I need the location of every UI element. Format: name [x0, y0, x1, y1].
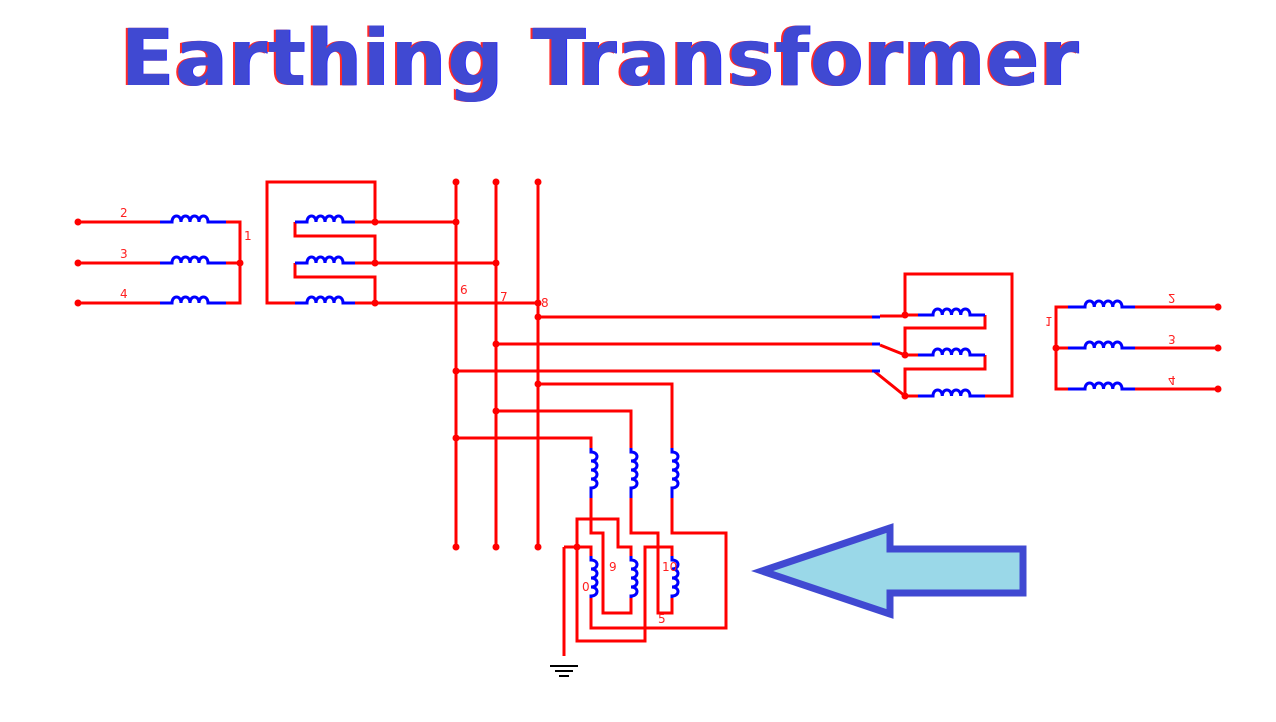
bus-wires [454, 182, 540, 547]
bus-label-6: 6 [460, 283, 468, 297]
junction-dot [534, 299, 542, 307]
zigzag-label-5: 5 [658, 612, 666, 626]
wires [78, 180, 1218, 656]
junction-dot [371, 259, 379, 267]
load-label-4: 4 [1168, 373, 1176, 387]
zigzag-label-9: 9 [609, 560, 617, 574]
junction-dot [452, 367, 460, 375]
junction-dot [1052, 344, 1060, 352]
winding-coil [918, 347, 985, 357]
winding-coil [629, 448, 639, 498]
coils [160, 214, 1135, 598]
junction-dot [492, 340, 500, 348]
winding-coil [160, 295, 226, 305]
junction-dots [74, 178, 1222, 551]
junction-dot [573, 543, 581, 551]
bus-label-8: 8 [541, 296, 549, 310]
junction-dot [371, 218, 379, 226]
junction-dot [452, 218, 460, 226]
winding-coil [295, 214, 355, 224]
load-label-3: 3 [1168, 332, 1176, 346]
junction-dot [1214, 303, 1222, 311]
junction-dot [901, 311, 909, 319]
junction-dot [492, 259, 500, 267]
junction-dot [74, 259, 82, 267]
junction-dot [534, 380, 542, 388]
source-label-4: 4 [120, 287, 128, 301]
winding-coil [1068, 381, 1135, 391]
primary-delta-wires [265, 180, 538, 305]
junction-dot [492, 543, 500, 551]
junction-dot [74, 299, 82, 307]
page-title: Earthing Transformer [120, 14, 1080, 104]
junction-dot [534, 543, 542, 551]
junction-dot [901, 392, 909, 400]
ground-icon [550, 665, 578, 677]
winding-coil [918, 388, 985, 398]
winding-coil [670, 448, 680, 498]
tap-wires [456, 314, 906, 398]
junction-dot [1214, 385, 1222, 393]
winding-coil [160, 255, 226, 265]
zigzag-label-10: 10 [662, 560, 677, 574]
bus-label-7: 7 [500, 290, 508, 304]
winding-coil [160, 214, 226, 224]
winding-coil [589, 556, 599, 598]
winding-coil [1068, 299, 1135, 309]
junction-dot [452, 178, 460, 186]
winding-coil [670, 556, 680, 598]
junction-dot [452, 434, 460, 442]
load-label-1: 1 [1045, 314, 1053, 328]
winding-coil [1068, 340, 1135, 350]
zigzag-feed-wires [456, 382, 674, 448]
winding-coil [295, 295, 355, 305]
zigzag-interconnect-wires [562, 498, 728, 656]
winding-coil [629, 556, 639, 598]
tap-blue-stubs [872, 315, 880, 373]
source-label-1: 1 [244, 229, 252, 243]
junction-dot [534, 313, 542, 321]
winding-coil [295, 255, 355, 265]
junction-dot [534, 178, 542, 186]
pointer-arrow-icon [751, 523, 1027, 619]
junction-dot [371, 299, 379, 307]
junction-dot [492, 178, 500, 186]
junction-dot [74, 218, 82, 226]
winding-coil [589, 448, 599, 498]
load-label-2: 2 [1168, 291, 1176, 305]
source-label-2: 2 [120, 206, 128, 220]
junction-dot [492, 407, 500, 415]
junction-dot [901, 351, 909, 359]
zigzag-label-0: 0 [582, 580, 590, 594]
source-label-3: 3 [120, 247, 128, 261]
source-wires [78, 220, 242, 305]
winding-coil [918, 307, 985, 317]
junction-dot [452, 543, 460, 551]
secondary-delta-wires [903, 272, 1014, 398]
junction-dot [236, 259, 244, 267]
junction-dot [1214, 344, 1222, 352]
